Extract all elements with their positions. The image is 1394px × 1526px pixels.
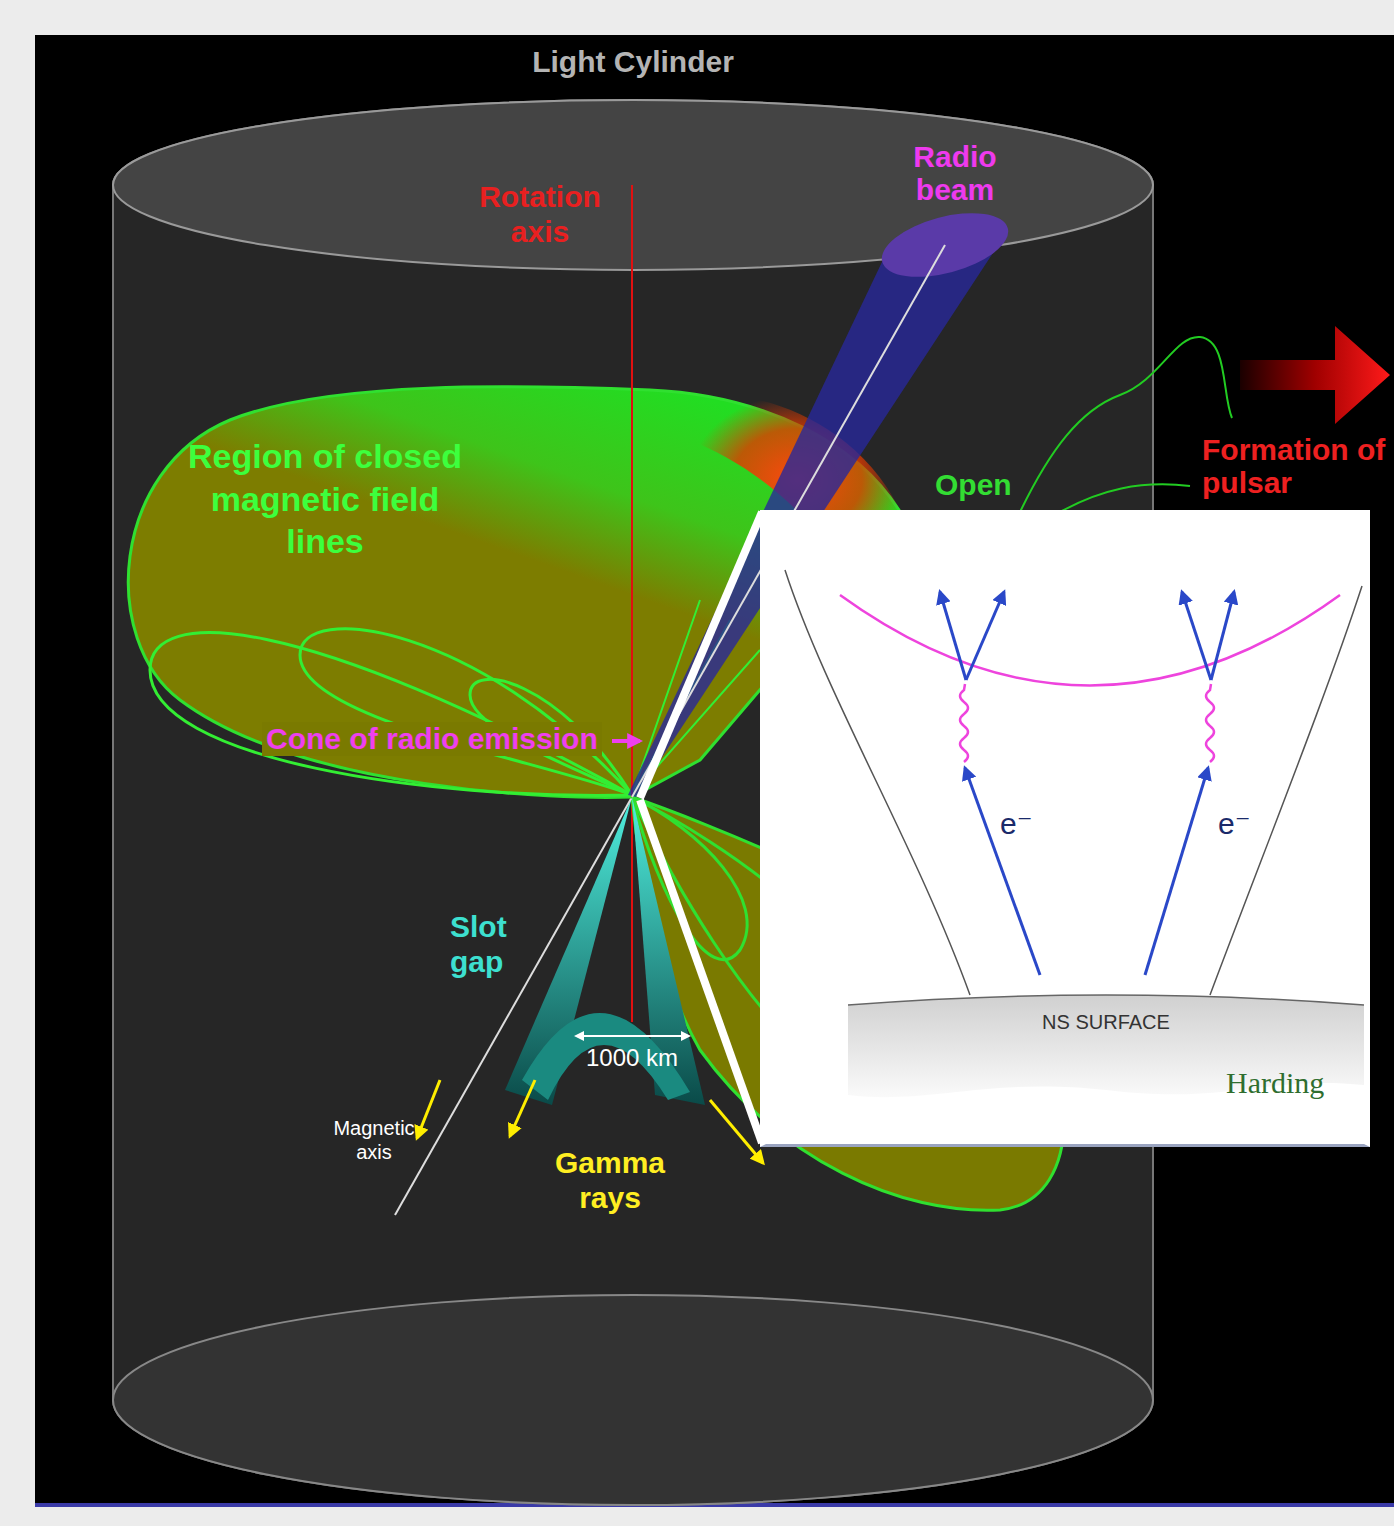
beam-label: Radio beam bbox=[893, 140, 1017, 206]
magnetic-axis-line bbox=[395, 797, 632, 1215]
pair-arrow bbox=[1182, 592, 1211, 680]
cone-pointer bbox=[612, 739, 640, 743]
open-field-line bbox=[1060, 484, 1190, 512]
scale-label: 1000 km bbox=[572, 1044, 692, 1072]
electron-arrow bbox=[1145, 768, 1208, 975]
field-loop bbox=[470, 679, 632, 795]
wind-arrow bbox=[1240, 326, 1390, 424]
closed-field-region-text: Region of closed magnetic field lines bbox=[175, 435, 475, 563]
ns-surface-text: NS SURFACE bbox=[848, 1011, 1364, 1034]
pair-arrow bbox=[1211, 592, 1234, 680]
field-loop bbox=[150, 633, 632, 796]
zoom-line bbox=[640, 800, 762, 1143]
field-line bbox=[1210, 586, 1362, 995]
slot-gap-arch bbox=[522, 1013, 690, 1100]
pair-arrow bbox=[966, 592, 1004, 680]
ns-surface-shape bbox=[848, 995, 1364, 1097]
light-cylinder-text: Light Cylinder bbox=[113, 45, 1153, 79]
axis-label: Rotation axis bbox=[455, 180, 625, 249]
pair-front bbox=[840, 595, 1340, 686]
slot-gap-label: Slot gap bbox=[450, 910, 560, 979]
rotation-axis-line bbox=[631, 383, 633, 797]
electron-arrow bbox=[965, 768, 1040, 975]
gap-inset: Harding NS SURFACE bbox=[760, 510, 1370, 1147]
rotation-axis-line bbox=[631, 185, 633, 1022]
zoom-line bbox=[640, 512, 762, 798]
open-field-line bbox=[1020, 337, 1232, 512]
gamma-arrow bbox=[417, 1080, 440, 1138]
gamma-label: Gamma rays bbox=[540, 1146, 680, 1215]
cylinder-bottom bbox=[113, 1295, 1153, 1505]
scale-arrow bbox=[576, 1035, 689, 1037]
wind-label: Formation of pulsar bbox=[1202, 433, 1390, 499]
photon-wave bbox=[960, 684, 968, 762]
field-line bbox=[785, 570, 970, 995]
ns-surface-edge bbox=[848, 995, 1364, 1005]
gap-inset-text: Harding bbox=[1226, 1066, 1356, 1100]
pair-arrow bbox=[940, 592, 966, 680]
black-panel bbox=[35, 35, 1394, 1505]
photon-wave bbox=[1206, 684, 1214, 762]
axis-label: Magnetic axis bbox=[318, 1116, 430, 1164]
gamma-arrow bbox=[510, 1080, 535, 1136]
open-lines-label: Open bbox=[935, 468, 1025, 502]
